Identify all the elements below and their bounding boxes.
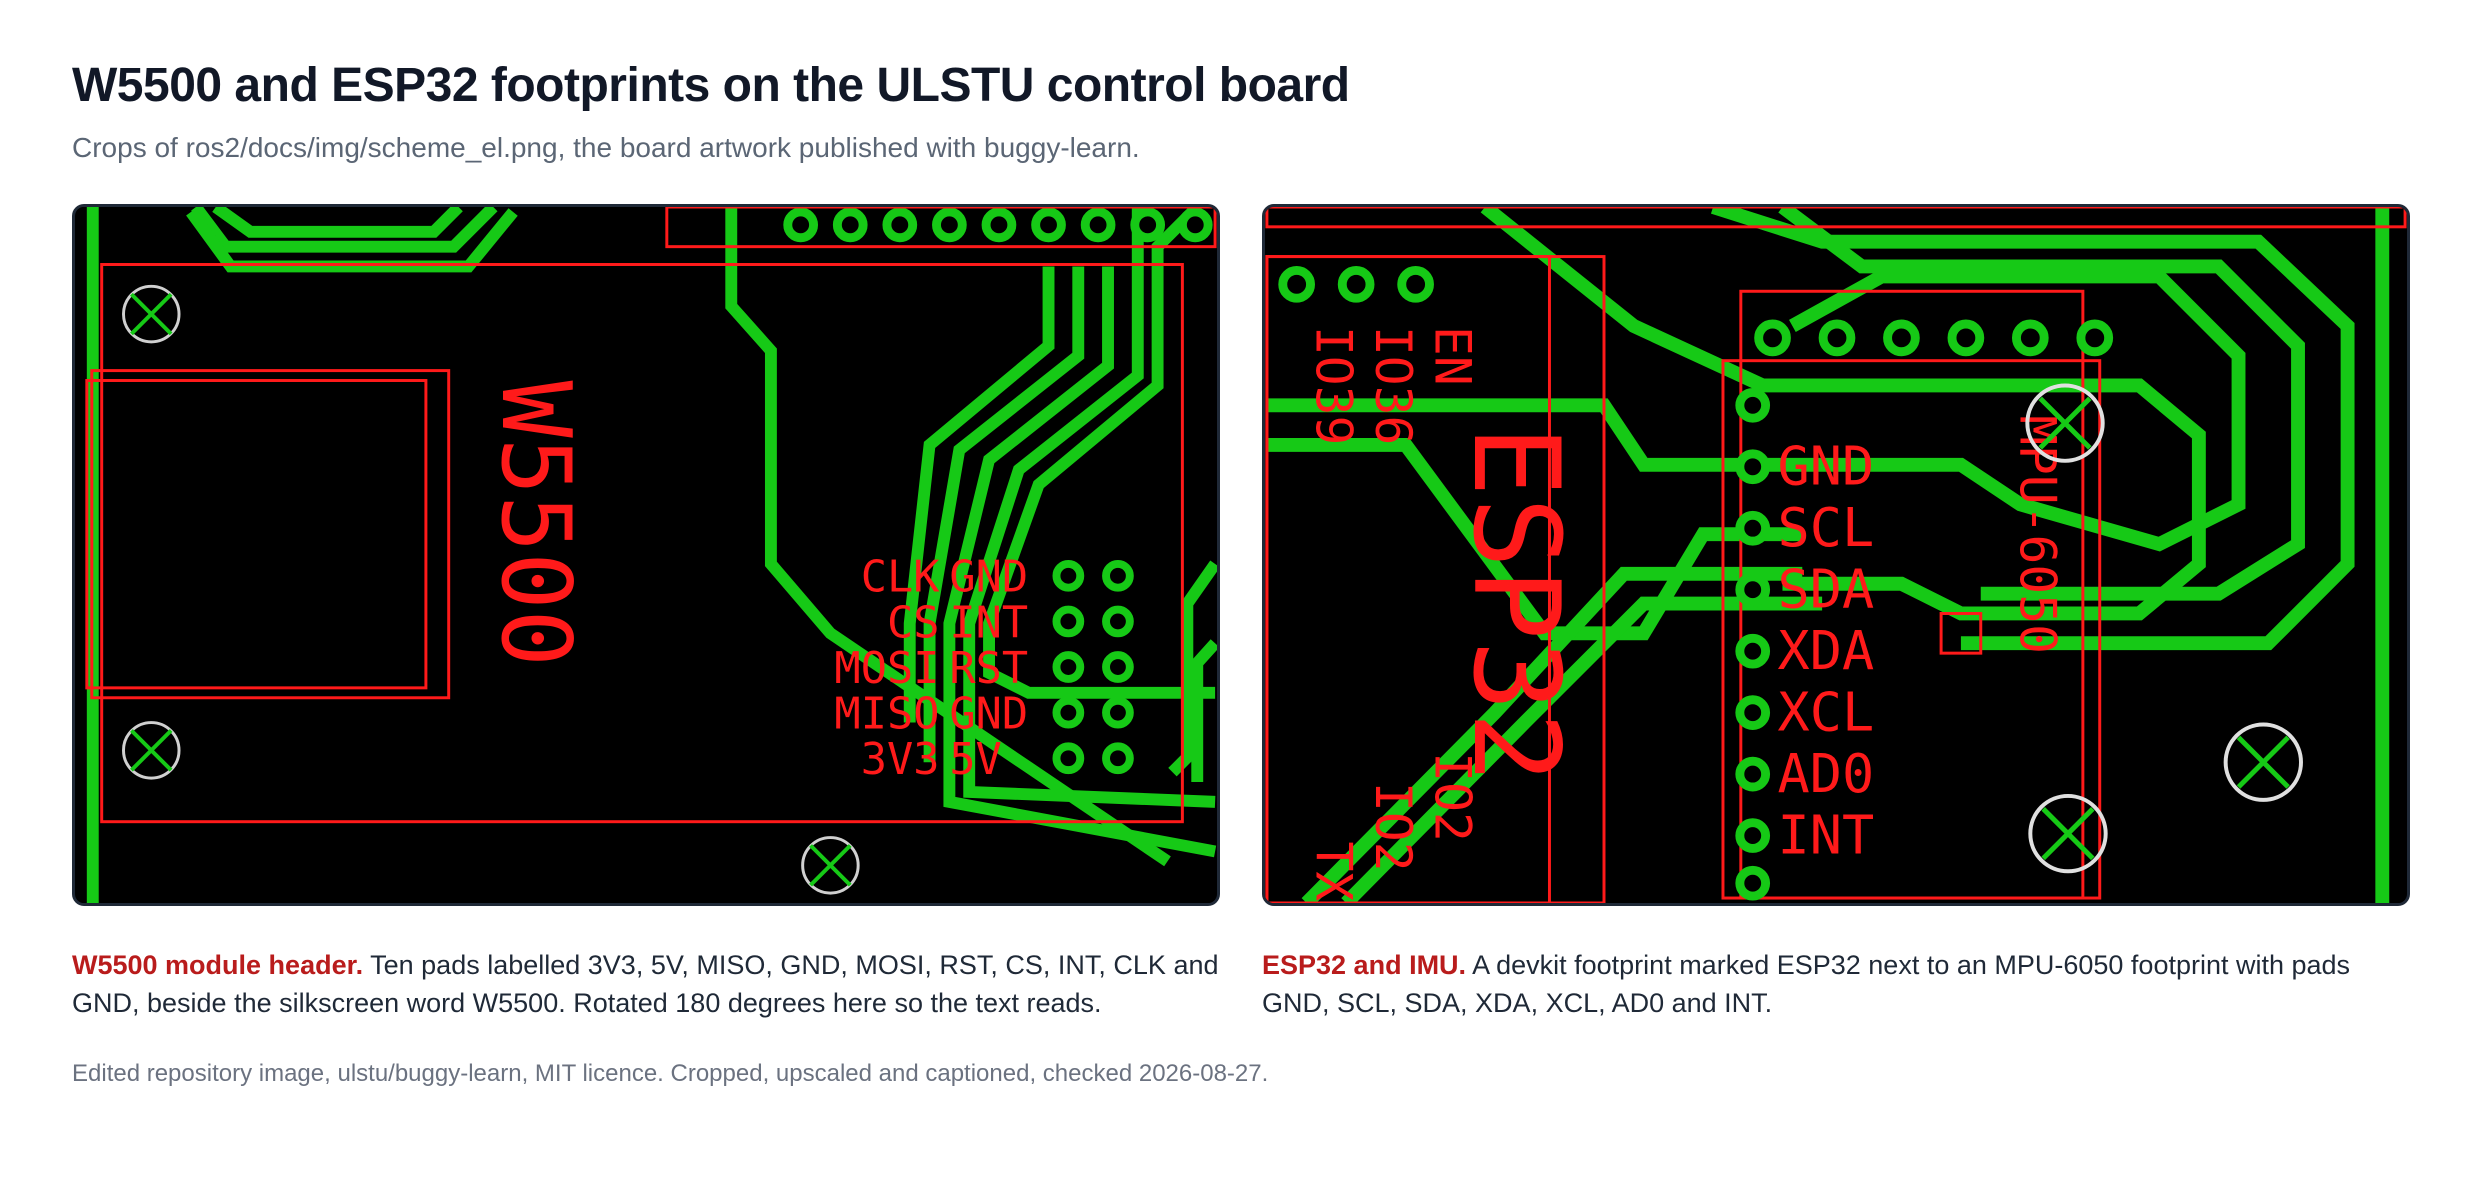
pin-label: RST (949, 644, 1028, 694)
imu-pin-label: SCL (1778, 496, 1875, 559)
mounting-hole-icon (122, 284, 860, 895)
imu-pin-label: XDA (1778, 619, 1875, 682)
pin-label: GND (949, 690, 1028, 740)
esp-pin-label: EN (1423, 326, 1481, 386)
esp-pin-label: IO36 (1364, 326, 1422, 445)
caption-text: A devkit footprint marked ESP32 next to … (1262, 950, 2351, 1018)
caption-text: Ten pads labelled 3V3, 5V, MISO, GND, MO… (72, 950, 1219, 1018)
pin-label: CS (887, 598, 940, 648)
w5500-silkscreen: W5500 (480, 381, 590, 667)
pin-label: GND (949, 553, 1028, 603)
w5500-crop-image: W5500 CLK CS MOSI MISO 3V3 GND INT RST (72, 204, 1220, 906)
esp32-imu-crop-image: EN IO36 IO39 IO2 IO2 TX ESP32 GND SCL SD… (1262, 204, 2410, 906)
imu-pin-label: SDA (1778, 558, 1875, 621)
imu-pin-label: XCL (1778, 680, 1875, 743)
esp-pin-label: IO39 (1304, 326, 1362, 445)
caption-lead: ESP32 and IMU. (1262, 950, 1467, 980)
pin-label: 5V (949, 735, 1002, 785)
page-title: W5500 and ESP32 footprints on the ULSTU … (72, 59, 1350, 112)
pin-label: CLK (861, 553, 941, 603)
esp-pin-label: TX (1304, 842, 1362, 902)
esp-pin-label: IO2 (1364, 782, 1422, 872)
w5500-caption: W5500 module header. Ten pads labelled 3… (72, 946, 1222, 1022)
caption-lead: W5500 module header. (72, 950, 364, 980)
attribution-footer: Edited repository image, ulstu/buggy-lea… (72, 1060, 1269, 1087)
page-subtitle: Crops of ros2/docs/img/scheme_el.png, th… (72, 132, 1140, 163)
pin-label: 3V3 (861, 735, 940, 785)
mounting-hole-icon (2025, 383, 2303, 874)
esp32-silkscreen: ESP32 (1446, 425, 1584, 783)
esp-pin-label: IO2 (1423, 752, 1481, 842)
imu-pin-label: AD0 (1778, 742, 1875, 805)
pin-label: INT (949, 598, 1028, 648)
pin-label: MOSI (834, 644, 939, 694)
esp32-caption: ESP32 and IMU. A devkit footprint marked… (1262, 946, 2412, 1022)
w5500-pcb-artwork: W5500 CLK CS MOSI MISO 3V3 GND INT RST (76, 207, 1217, 903)
imu-silkscreen: MPU-6050 (2008, 415, 2066, 654)
imu-pin-label: INT (1778, 803, 1875, 866)
imu-pin-label: GND (1778, 435, 1875, 498)
esp32-pcb-artwork: EN IO36 IO39 IO2 IO2 TX ESP32 GND SCL SD… (1265, 207, 2407, 903)
pin-label: MISO (834, 690, 939, 740)
